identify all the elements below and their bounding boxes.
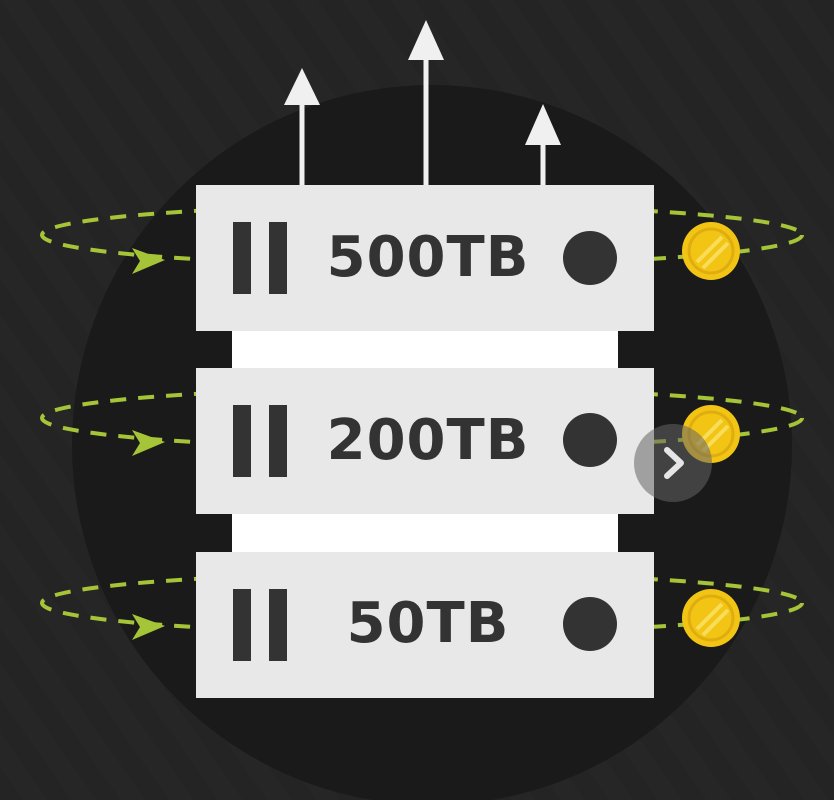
server-unit-2 xyxy=(196,368,654,514)
rack-gap xyxy=(232,330,618,368)
chevron-right-icon xyxy=(664,447,684,479)
next-button[interactable] xyxy=(634,424,712,502)
server-capacity-label: 200TB xyxy=(326,408,530,473)
vent-slot xyxy=(269,222,287,294)
server-capacity-label: 50TB xyxy=(346,591,510,656)
status-light-icon xyxy=(563,413,617,467)
status-light-icon xyxy=(563,597,617,651)
arrow-up-icon xyxy=(284,68,320,185)
vent-slot xyxy=(233,222,251,294)
vent-slot xyxy=(269,589,287,661)
server-unit-1 xyxy=(196,185,654,331)
vent-slot xyxy=(233,589,251,661)
coin-icon xyxy=(682,222,740,280)
server-capacity-label: 500TB xyxy=(326,225,530,290)
upload-arrows xyxy=(284,20,561,185)
vent-slot xyxy=(233,405,251,477)
server-unit-3 xyxy=(196,552,654,698)
orbit-arrowheads xyxy=(132,248,165,640)
arrow-up-icon xyxy=(408,20,444,185)
arrow-up-icon xyxy=(525,104,561,185)
rack-gap xyxy=(232,514,618,552)
status-light-icon xyxy=(563,231,617,285)
coin-icon xyxy=(682,589,740,647)
vent-slot xyxy=(269,405,287,477)
